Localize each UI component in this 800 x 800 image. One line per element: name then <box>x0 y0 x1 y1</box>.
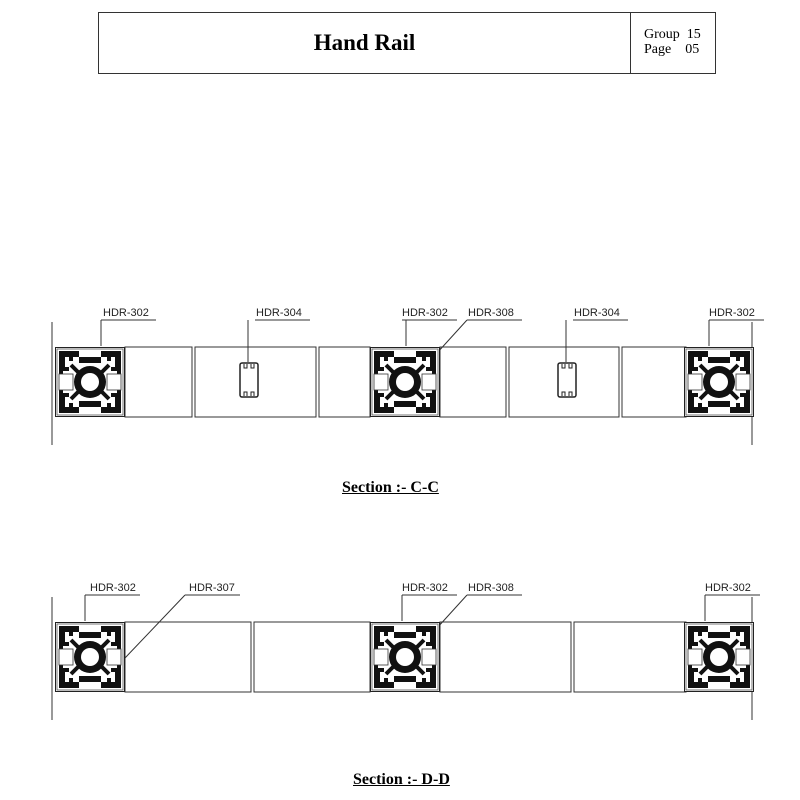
callout-label: HDR-302 <box>402 307 448 319</box>
callout-label: HDR-304 <box>256 307 302 319</box>
callout-label: HDR-308 <box>468 307 514 319</box>
callout-label: HDR-307 <box>189 582 235 594</box>
callout-label: HDR-302 <box>402 582 448 594</box>
profile-hdr-302 <box>370 622 440 692</box>
profile-hdr-304 <box>239 362 259 398</box>
group-value: 15 <box>686 27 701 42</box>
profile-hdr-302 <box>55 347 125 417</box>
profile-hdr-302 <box>684 347 754 417</box>
callout-label: HDR-302 <box>709 307 755 319</box>
callout-label: HDR-304 <box>574 307 620 319</box>
profile-hdr-302 <box>370 347 440 417</box>
profile-hdr-304 <box>557 362 577 398</box>
page-title: Hand Rail <box>313 30 416 55</box>
callout-label: HDR-302 <box>705 582 751 594</box>
page-value: 05 <box>685 42 700 57</box>
callout-label: HDR-308 <box>468 582 514 594</box>
section-dd-caption: Section :- D-D <box>353 771 450 788</box>
group-page-info: Group 15 Page 05 <box>630 13 716 73</box>
callout-label: HDR-302 <box>103 307 149 319</box>
profile-hdr-302 <box>55 622 125 692</box>
section-cc-caption: Section :- C-C <box>342 479 439 496</box>
section-dd-drawing <box>51 594 760 720</box>
group-label: Group <box>644 27 680 42</box>
profile-hdr-302 <box>684 622 754 692</box>
title-block: Hand Rail Group 15 Page 05 <box>98 12 716 74</box>
callout-label: HDR-302 <box>90 582 136 594</box>
page-label: Page <box>644 42 672 57</box>
